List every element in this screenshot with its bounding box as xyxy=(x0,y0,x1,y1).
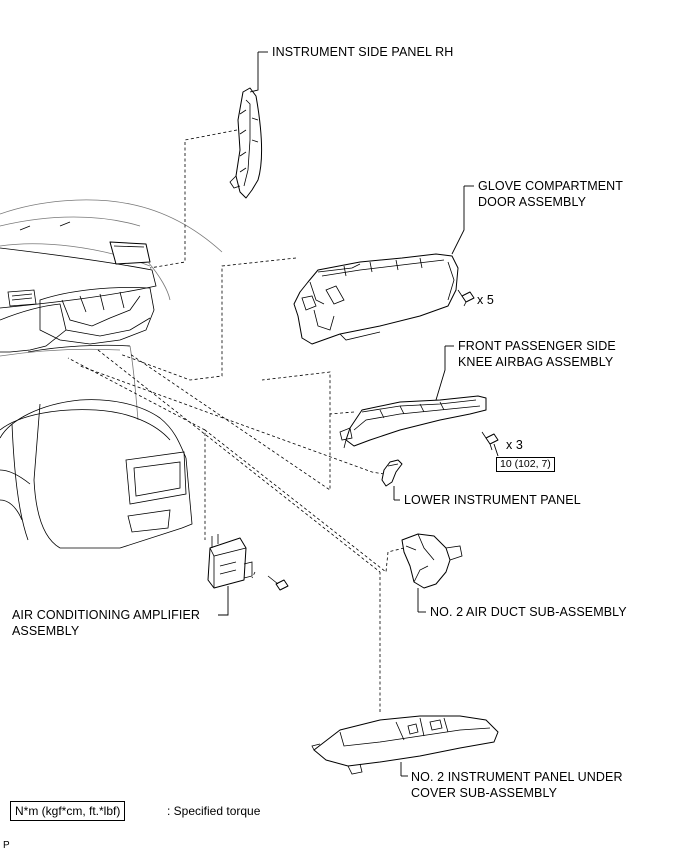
leader-lines xyxy=(218,51,499,777)
label-under-cover-line2: COVER SUB-ASSEMBLY xyxy=(411,786,558,800)
label-ac-amplifier-line2: ASSEMBLY xyxy=(12,624,80,638)
reference-lines xyxy=(67,129,405,712)
label-instrument-side-panel-rh: INSTRUMENT SIDE PANEL RH xyxy=(272,45,454,59)
label-airbag-bolt-qty: x 3 xyxy=(506,438,523,452)
legend-torque-text: : Specified torque xyxy=(167,804,261,818)
label-ac-amplifier-line1: AIR CONDITIONING AMPLIFIER xyxy=(12,608,201,622)
label-glove-compartment-line1: GLOVE COMPARTMENT xyxy=(478,179,624,193)
label-glove-compartment-line2: DOOR ASSEMBLY xyxy=(478,195,587,209)
knee-airbag-assembly xyxy=(339,395,487,449)
glove-bolt xyxy=(457,289,475,307)
label-no2-air-duct: NO. 2 AIR DUCT SUB-ASSEMBLY xyxy=(430,605,627,619)
dashboard-outline xyxy=(0,199,223,421)
instrument-side-panel-rh xyxy=(229,87,263,199)
under-cover xyxy=(311,715,499,775)
amplifier-screw xyxy=(267,575,289,591)
glove-compartment-door xyxy=(293,253,459,345)
legend-torque-unit-box: N*m (kgf*cm, ft.*lbf) xyxy=(10,801,126,821)
label-under-cover-line1: NO. 2 INSTRUMENT PANEL UNDER xyxy=(411,770,623,784)
lower-instrument-panel xyxy=(381,459,403,487)
label-lower-instrument-panel: LOWER INSTRUMENT PANEL xyxy=(404,493,581,507)
no2-air-duct xyxy=(401,533,463,589)
air-conditioning-amplifier xyxy=(207,534,253,589)
airbag-bolt xyxy=(481,431,499,451)
label-knee-airbag-line1: FRONT PASSENGER SIDE xyxy=(458,339,616,353)
torque-spec-box: 10 (102, 7) xyxy=(496,457,555,472)
corner-mark: P xyxy=(3,840,10,851)
center-console xyxy=(0,399,193,549)
label-knee-airbag-line2: KNEE AIRBAG ASSEMBLY xyxy=(458,355,614,369)
label-glove-bolt-qty: x 5 xyxy=(477,293,494,307)
